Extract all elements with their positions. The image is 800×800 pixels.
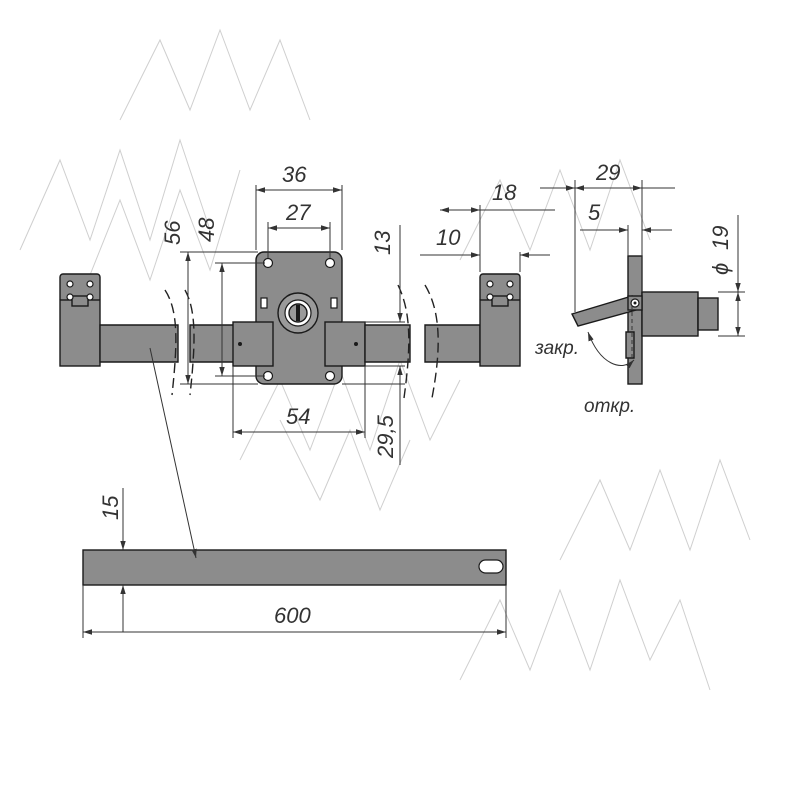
dimension-10: 10 (420, 225, 550, 258)
svg-text:48: 48 (194, 217, 219, 242)
dimension-54: 54 (232, 366, 366, 438)
dimension-13: 13 (342, 225, 405, 400)
dimension-36: 36 (255, 162, 343, 250)
watermark (19, 28, 751, 691)
dimension-15: 15 (98, 488, 126, 632)
dimension-29-5: 29,5 (342, 383, 405, 465)
dimension-18: 18 (440, 180, 555, 272)
svg-text:600: 600 (274, 603, 311, 628)
left-bracket (59, 273, 101, 367)
leader-arrow (149, 347, 197, 559)
svg-text:15: 15 (98, 495, 123, 520)
dimension-600: 600 (82, 585, 507, 638)
rotation-arc (587, 331, 635, 369)
break-line-right-2 (424, 284, 439, 399)
break-line-right-1 (397, 284, 410, 399)
left-rod (99, 324, 236, 363)
svg-text:29,5: 29,5 (373, 414, 398, 459)
svg-text:36: 36 (282, 162, 307, 187)
dimension-diameter-19: ϕ 19 (708, 215, 745, 337)
svg-text:13: 13 (370, 230, 395, 255)
svg-text:29: 29 (595, 160, 620, 185)
right-rod (364, 324, 481, 363)
svg-text:27: 27 (285, 200, 311, 225)
dimension-48: 48 (194, 217, 265, 377)
label-open: откр. (584, 396, 635, 417)
dimension-29: 29 (540, 160, 675, 312)
svg-text:10: 10 (436, 225, 461, 250)
label-closed: закр. (534, 338, 579, 359)
lock-body (232, 251, 366, 385)
svg-text:18: 18 (492, 180, 517, 205)
dimension-5: 5 (580, 200, 672, 256)
break-line-left-1 (164, 289, 177, 396)
svg-text:5: 5 (588, 200, 601, 225)
svg-text:54: 54 (286, 404, 310, 429)
svg-text:ϕ: ϕ (708, 263, 733, 275)
svg-text:56: 56 (160, 220, 185, 245)
dimension-56: 56 (160, 220, 258, 385)
right-bracket (479, 273, 521, 367)
svg-text:19: 19 (708, 226, 733, 250)
rod-bar (82, 549, 507, 586)
dimension-27: 27 (267, 200, 331, 258)
side-view (571, 255, 719, 385)
